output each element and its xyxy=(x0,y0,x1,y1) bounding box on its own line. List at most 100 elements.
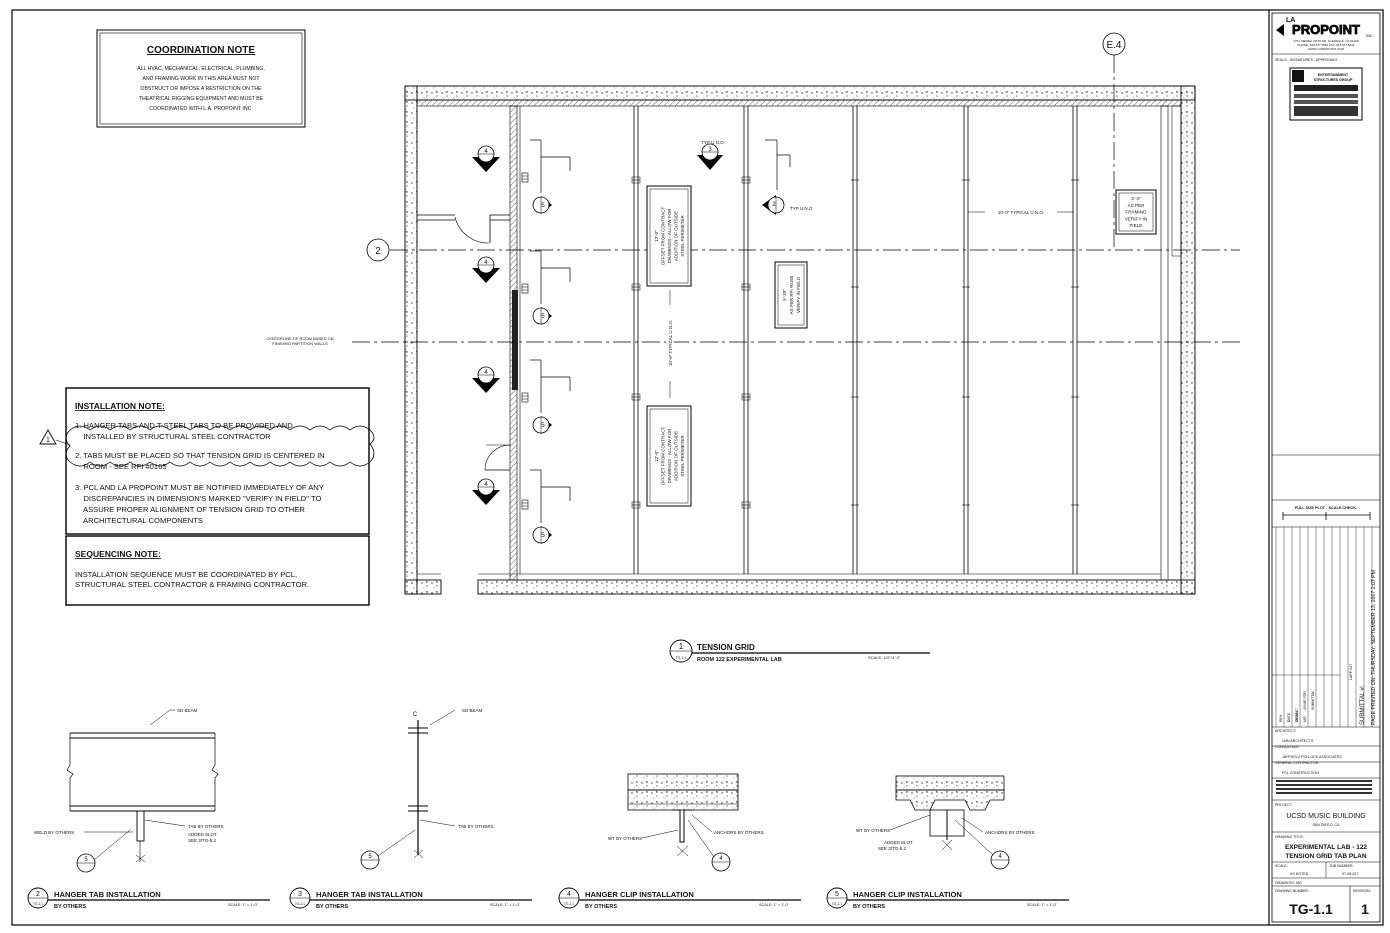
field-box-line: FRAMING xyxy=(1125,210,1147,215)
drawing-number: TG-1.1 xyxy=(1289,901,1333,917)
grid-beam xyxy=(742,106,750,574)
installation-note-line: DISCREPANCIES IN DIMENSION'S MARKED "VER… xyxy=(75,494,321,503)
detail-marker-3: 3 TYP U.N.O. xyxy=(697,140,725,170)
svg-text:10'-0" TYPICAL U.N.O.: 10'-0" TYPICAL U.N.O. xyxy=(668,320,673,366)
grid-beam xyxy=(1071,106,1079,574)
wall-left xyxy=(404,85,418,595)
installation-note-line: 2. TABS MUST BE PLACED SO THAT TENSION G… xyxy=(75,451,325,460)
svg-text:INC.: INC. xyxy=(1366,33,1374,38)
svg-text:WT BY OTHERS: WT BY OTHERS xyxy=(856,828,890,833)
main-title-subtitle: ROOM 122 EXPERIMENTAL LAB xyxy=(697,657,782,663)
svg-text:PHONE: 818 677 5640 FAX: 818: PHONE: 818 677 5640 FAX: 818 677 5641 xyxy=(1297,43,1355,47)
svg-text:WELD BY OTHERS: WELD BY OTHERS xyxy=(34,830,74,835)
svg-text:4: 4 xyxy=(484,260,488,266)
svg-text:PAGE PRINTED ON: THURSDAY, SEP: PAGE PRINTED ON: THURSDAY, SEPTEMBER 13,… xyxy=(1371,570,1377,725)
main-drawing-title: 1 TG-1.1 TENSION GRID ROOM 122 EXPERIMEN… xyxy=(669,639,930,663)
detail-marker-4: 4 xyxy=(472,145,500,172)
svg-text:WT BY OTHERS: WT BY OTHERS xyxy=(608,836,642,841)
typical-dim-horizontal: 10'-0" TYPICAL U.N.O. xyxy=(968,207,1074,215)
revision-cloud xyxy=(65,425,375,467)
rotated-box-line: 5'-10" xyxy=(782,289,787,301)
svg-text:5: 5 xyxy=(84,857,88,863)
installation-note-line: 3. PCL AND LA PROPOINT MUST BE NOTIFIED … xyxy=(75,483,324,492)
svg-text:SUBMITTAL: SUBMITTAL xyxy=(1311,691,1315,710)
svg-text:REVISION:: REVISION: xyxy=(1353,889,1371,893)
svg-text:TG-1.1: TG-1.1 xyxy=(295,902,305,906)
rotated-box-line: ADDITION OF OUTSIDE xyxy=(674,431,679,481)
svg-text:10'-0" TYPICAL U.N.O.: 10'-0" TYPICAL U.N.O. xyxy=(998,210,1044,215)
hanger-clip xyxy=(631,176,641,184)
svg-text:LA: LA xyxy=(1286,17,1295,24)
svg-text:LAPP-027: LAPP-027 xyxy=(1349,664,1353,680)
detail-marker-5: 5 xyxy=(530,469,571,544)
installation-note-line: ASSURE PROPER ALIGNMENT OF TENSION GRID … xyxy=(75,505,305,514)
drawing-number-box: DRAWING NUMBER: REVISION: TG-1.1 1 xyxy=(1272,885,1380,922)
svg-text:BY OTHERS: BY OTHERS xyxy=(853,904,885,910)
rotated-box-line: 12'-0" xyxy=(654,230,659,242)
hanger-tabs xyxy=(521,172,751,510)
installation-note-title: INSTALLATION NOTE: xyxy=(75,401,165,411)
svg-text:TG-1.1: TG-1.1 xyxy=(33,902,43,906)
svg-text:5: 5 xyxy=(541,533,545,539)
svg-text:ANCHORS BY OTHERS: ANCHORS BY OTHERS xyxy=(985,830,1035,835)
svg-text:5: 5 xyxy=(541,314,545,320)
installation-note-line: 1. HANGER TABS AND T-STEEL TABS TO BE PR… xyxy=(75,421,293,430)
svg-text:DATE: DATE xyxy=(1287,712,1291,722)
svg-text:PCL CONSTRUCTION: PCL CONSTRUCTION xyxy=(1282,771,1319,775)
svg-text:1701 SIERRA VISTA DR, GLENDALE: 1701 SIERRA VISTA DR, GLENDALE, CA 91209 xyxy=(1293,39,1359,43)
field-box-line: VERIFY IN xyxy=(1125,216,1147,221)
coordination-note-body: ALL HVAC, MECHANICAL, ELECTRICAL, PLUMBI… xyxy=(137,66,265,112)
svg-text:SCALE: 1" = 1'-0": SCALE: 1" = 1'-0" xyxy=(1027,903,1058,907)
svg-text:AS NOTED: AS NOTED xyxy=(1290,872,1309,876)
svg-text:2: 2 xyxy=(772,202,776,208)
rotated-box-line: OFFSET FROM CONTRACT xyxy=(661,427,666,486)
installation-note-line: ROOM - SEE RFI #0165 xyxy=(75,462,167,471)
rotated-box-line: DRAWINGS - ALLOW FOR xyxy=(667,428,672,484)
svg-text:TAB BY OTHERS: TAB BY OTHERS xyxy=(458,824,494,829)
detail-marker-5: 5 xyxy=(530,250,571,325)
svg-text:SD BEAM: SD BEAM xyxy=(462,708,483,713)
svg-text:REV: REV xyxy=(1279,714,1283,722)
svg-text:05-22-07: 05-22-07 xyxy=(1295,708,1299,722)
svg-text:ENTERTAINMENT: ENTERTAINMENT xyxy=(1318,73,1349,77)
hanger-tab xyxy=(521,392,529,403)
hanger-clip xyxy=(741,501,751,509)
hanger-clip xyxy=(741,283,751,291)
wall-bottom xyxy=(477,579,1196,595)
coordination-note-title: COORDINATION NOTE xyxy=(147,45,255,56)
hanger-clip xyxy=(631,501,641,509)
svg-text:C: C xyxy=(413,712,418,718)
sheet-border xyxy=(11,9,1384,926)
svg-text:3: 3 xyxy=(708,147,712,153)
svg-text:1: 1 xyxy=(46,437,50,444)
coordination-note-line: COORDINATED WITH L.A. PROPOINT INC. xyxy=(149,106,253,112)
coordination-note: COORDINATION NOTE ALL HVAC, MECHANICAL, … xyxy=(96,29,306,128)
svg-text:ADDED SLOT: ADDED SLOT xyxy=(188,832,217,837)
rotated-box-line: STEEL PERIMETER xyxy=(680,434,685,476)
svg-text:E.4: E.4 xyxy=(1106,40,1121,51)
grid-beam xyxy=(851,106,859,574)
field-box-line: 2'-4" xyxy=(1131,196,1141,201)
svg-text:TAB BY OTHERS: TAB BY OTHERS xyxy=(188,824,224,829)
rotated-box-line: VERIFY IN FIELD xyxy=(796,276,801,313)
svg-text:1: 1 xyxy=(1287,720,1291,722)
detail-marker-5: 5 xyxy=(530,359,571,434)
rotated-box-line: AS PER RFI #0165 xyxy=(789,275,794,314)
installation-note-line: INSTALLED BY STRUCTURAL STEEL CONTRACTOR xyxy=(75,432,271,441)
field-box-line: AS PER xyxy=(1128,203,1146,208)
svg-text:PROPOINT: PROPOINT xyxy=(1292,22,1360,37)
grid-bubble-e4: E.4 xyxy=(1102,32,1126,56)
svg-text:EXPERIMENTAL LAB - 122: EXPERIMENTAL LAB - 122 xyxy=(1285,844,1367,851)
svg-text:SUBMITTAL #:: SUBMITTAL #: xyxy=(1360,685,1366,725)
svg-text:07-05-027: 07-05-027 xyxy=(1342,872,1358,876)
detail-3-drawing: C SD BEAM TAB BY OTHERS 5 xyxy=(360,708,494,870)
sequencing-note-body: INSTALLATION SEQUENCE MUST BE COORDINATE… xyxy=(75,570,309,589)
engineer-stamp: ENTERTAINMENT STRUCTURES GROUP xyxy=(1289,67,1363,121)
